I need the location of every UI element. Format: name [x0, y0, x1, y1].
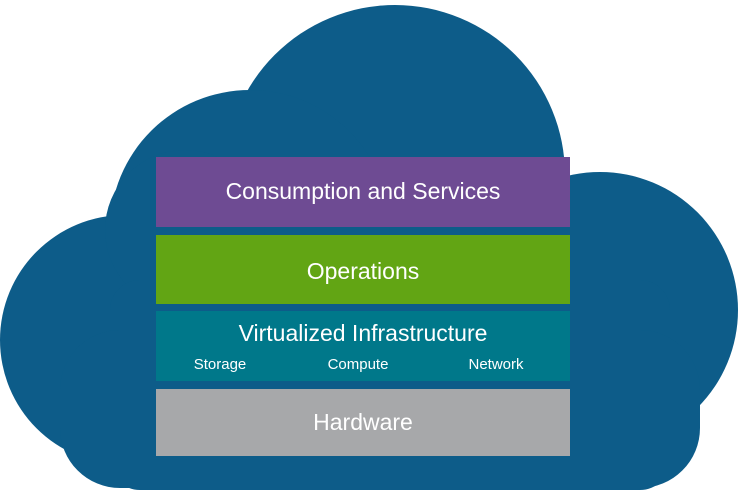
consumption-services-layer: Consumption and Services [156, 157, 570, 227]
hardware-layer: Hardware [156, 389, 570, 456]
storage-label: Storage [193, 356, 247, 373]
virtualized-infrastructure-label: Virtualized Infrastructure [238, 320, 488, 346]
operations-layer: Operations [156, 235, 570, 304]
compute-label: Compute [327, 356, 389, 373]
operations-label: Operations [306, 258, 420, 284]
network-label: Network [468, 356, 524, 373]
hardware-label: Hardware [313, 409, 413, 435]
consumption-services-label: Consumption and Services [225, 178, 501, 204]
virtualized-infrastructure-layer: Virtualized Infrastructure Storage Compu… [156, 311, 570, 381]
